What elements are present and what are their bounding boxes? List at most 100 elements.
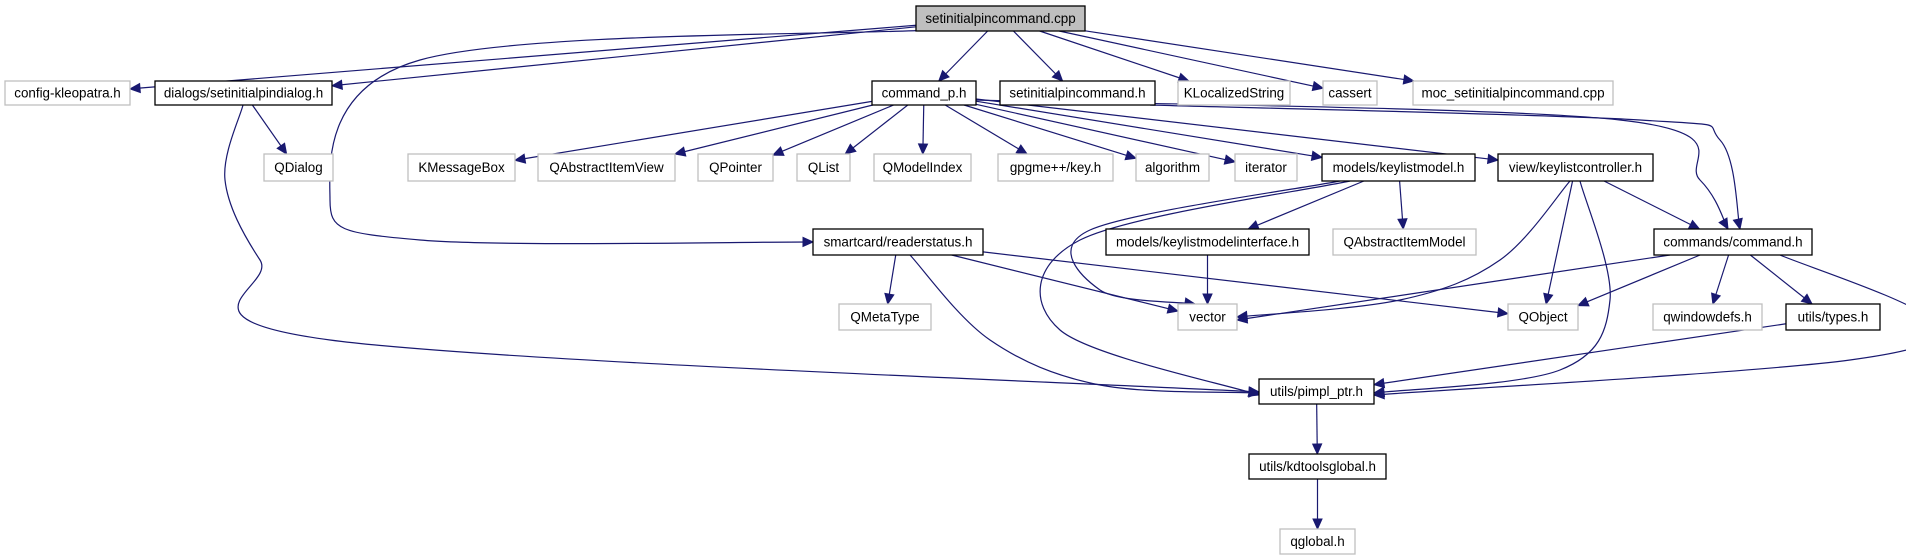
node-klc[interactable]: view/keylistcontroller.h xyxy=(1497,153,1654,182)
node-iter: iterator xyxy=(1234,153,1298,182)
edge-cmdp-to-qaiv-arrowhead xyxy=(673,146,687,157)
node-box xyxy=(537,153,676,182)
node-label: config-kleopatra.h xyxy=(14,86,120,101)
edge-cmd-to-vector xyxy=(1236,254,1671,321)
node-dialog[interactable]: dialogs/setinitialpindialog.h xyxy=(154,80,333,106)
node-box[interactable] xyxy=(871,80,977,106)
edge-cmd-to-qobject xyxy=(1577,254,1701,307)
node-box[interactable] xyxy=(915,5,1086,32)
edge-cmdp-to-klm xyxy=(975,100,1323,159)
edge-cmd-to-vector-arrowhead xyxy=(1235,313,1249,324)
node-box xyxy=(1177,303,1238,331)
edge-root-to-kloc xyxy=(1039,30,1190,82)
node-config: config-kleopatra.h xyxy=(4,80,131,106)
edge-cmdp-to-gpgkey xyxy=(944,104,1028,155)
edge-cmd-to-pimpl-arrowhead xyxy=(1372,388,1385,400)
edges-layer xyxy=(128,24,1906,531)
edge-cmdp-to-algo-arrowhead xyxy=(1124,150,1138,161)
node-label: cassert xyxy=(1328,86,1371,101)
edge-cmd-to-qwin-arrowhead xyxy=(1711,292,1722,306)
edge-cmdp-to-klc xyxy=(975,98,1499,161)
node-label: KMessageBox xyxy=(418,160,505,175)
node-label: QList xyxy=(808,160,840,175)
edge-root-to-sipch-arrowhead xyxy=(1051,69,1064,82)
node-box xyxy=(1507,303,1579,331)
edge-reader-to-pimpl xyxy=(909,254,1260,394)
edge-cmdp-to-qptr-arrowhead xyxy=(771,146,785,156)
node-label: utils/types.h xyxy=(1798,310,1869,325)
node-box[interactable] xyxy=(1258,378,1375,405)
node-box[interactable] xyxy=(1497,153,1654,182)
edge-cmdp-to-qptr xyxy=(772,104,894,156)
node-label: command_p.h xyxy=(882,86,967,101)
edge-kdtg-to-qglobal-arrowhead xyxy=(1312,518,1323,531)
node-label: setinitialpincommand.h xyxy=(1009,86,1145,101)
edge-root-to-cassert-arrowhead xyxy=(1311,80,1325,92)
node-box[interactable] xyxy=(1785,303,1881,331)
edge-cmdp-to-klc-arrowhead xyxy=(1486,153,1500,165)
edge-cmd-to-types xyxy=(1749,254,1813,305)
node-label: moc_setinitialpincommand.cpp xyxy=(1421,86,1604,101)
node-box[interactable] xyxy=(1248,453,1387,480)
node-box[interactable] xyxy=(999,80,1156,106)
node-box xyxy=(1234,153,1298,182)
node-cassert: cassert xyxy=(1322,80,1378,106)
node-qwin: qwindowdefs.h xyxy=(1652,303,1763,331)
edge-cmdp-to-qaiv xyxy=(674,104,874,155)
edge-reader-to-qmeta-arrowhead xyxy=(884,292,895,306)
node-klmi[interactable]: models/keylistmodelinterface.h xyxy=(1105,228,1310,256)
node-box[interactable] xyxy=(1105,228,1310,256)
edge-klc-to-vector xyxy=(1236,180,1571,318)
edge-klm-to-klmi-arrowhead xyxy=(1247,220,1260,230)
edge-cmdp-to-gpgkey-arrowhead xyxy=(1015,144,1029,155)
node-qmeta: QMetaType xyxy=(838,303,932,331)
node-box xyxy=(1177,80,1291,106)
edge-sipch-to-cmd xyxy=(1149,104,1741,230)
node-label: utils/pimpl_ptr.h xyxy=(1270,384,1363,399)
edge-pimpl-to-kdtg-arrowhead xyxy=(1311,443,1323,456)
node-gpgkey: gpgme++/key.h xyxy=(997,153,1114,182)
node-box xyxy=(1652,303,1763,331)
edge-cmdp-to-kmsg xyxy=(514,100,873,161)
edge-klc-to-cmd-arrowhead xyxy=(1687,219,1701,230)
node-box xyxy=(873,153,972,182)
node-qdialog: QDialog xyxy=(263,153,334,182)
node-box[interactable] xyxy=(154,80,333,106)
node-qobject: QObject xyxy=(1507,303,1579,331)
node-klm[interactable]: models/keylistmodel.h xyxy=(1321,153,1476,182)
edge-root-to-reader-arrowhead xyxy=(802,236,815,248)
node-label: dialogs/setinitialpindialog.h xyxy=(164,86,323,101)
node-kmsg: KMessageBox xyxy=(407,153,516,182)
node-box xyxy=(407,153,516,182)
node-qlist: QList xyxy=(796,153,851,182)
node-label: QAbstractItemModel xyxy=(1343,235,1465,250)
edge-klmi-to-vector-arrowhead xyxy=(1202,293,1213,306)
edge-root-to-config xyxy=(129,24,917,90)
node-box xyxy=(4,80,131,106)
node-box[interactable] xyxy=(1321,153,1476,182)
node-label: iterator xyxy=(1245,160,1287,175)
node-box[interactable] xyxy=(812,228,984,256)
edge-cmd-to-pimpl xyxy=(1373,254,1906,396)
node-kdtg[interactable]: utils/kdtoolsglobal.h xyxy=(1248,453,1387,480)
edge-klm-to-qaim-arrowhead xyxy=(1397,218,1408,231)
node-sipch[interactable]: setinitialpincommand.h xyxy=(999,80,1156,106)
node-box xyxy=(1135,153,1210,182)
edge-dialog-to-pimpl xyxy=(224,104,1260,393)
node-label: QModelIndex xyxy=(883,160,963,175)
node-cmd[interactable]: commands/command.h xyxy=(1653,228,1813,256)
node-cmdp[interactable]: command_p.h xyxy=(871,80,977,106)
node-root[interactable]: setinitialpincommand.cpp xyxy=(915,5,1086,32)
edge-root-to-cassert xyxy=(1059,30,1324,89)
node-box xyxy=(1332,228,1477,256)
node-types[interactable]: utils/types.h xyxy=(1785,303,1881,331)
node-box[interactable] xyxy=(1653,228,1813,256)
edge-cmdp-to-klm-arrowhead xyxy=(1310,150,1324,161)
node-reader[interactable]: smartcard/readerstatus.h xyxy=(812,228,984,256)
node-vector: vector xyxy=(1177,303,1238,331)
node-qptr: QPointer xyxy=(697,153,774,182)
node-pimpl[interactable]: utils/pimpl_ptr.h xyxy=(1258,378,1375,405)
edge-cmdp-to-iter xyxy=(975,103,1236,163)
edge-klc-to-cmd xyxy=(1603,180,1700,230)
edge-root-to-dialog-arrowhead xyxy=(330,79,343,90)
